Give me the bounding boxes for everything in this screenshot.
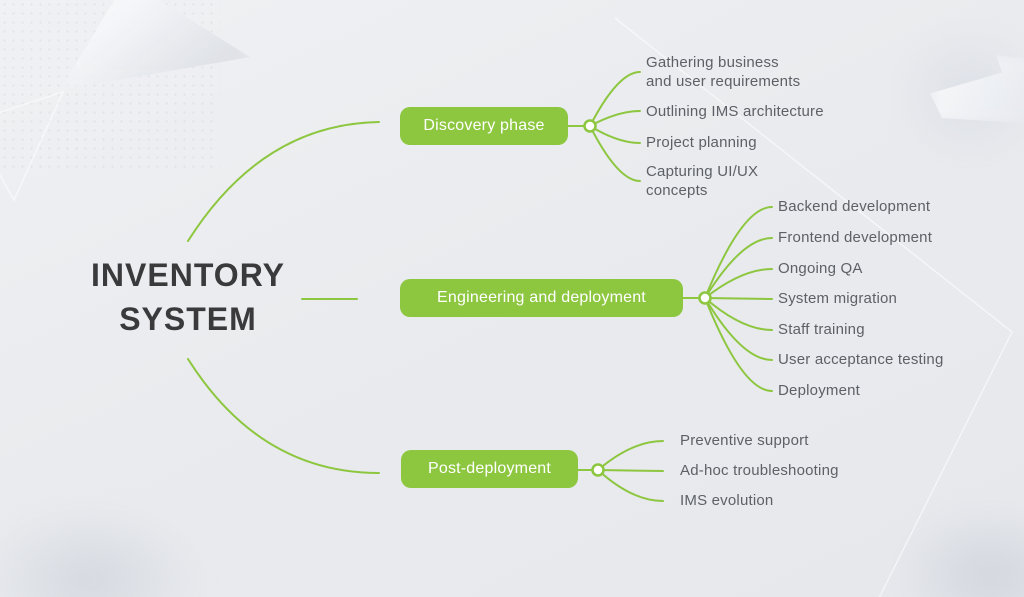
leaf-engineering-frontend: Frontend development: [778, 229, 933, 246]
leaf-discovery-gathering-requirements: Gathering business and user requirements: [646, 54, 801, 90]
link-discovery-item-3: [589, 125, 641, 182]
link-root-discovery: [187, 121, 380, 242]
junction-discovery: [583, 119, 597, 133]
link-engineering-item-0: [704, 206, 773, 299]
leaf-engineering-uat: User acceptance testing: [778, 351, 944, 368]
leaf-engineering-ongoing-qa: Ongoing QA: [778, 260, 863, 277]
leaf-post-preventive-support: Preventive support: [680, 432, 809, 449]
leaf-engineering-system-migration: System migration: [778, 290, 898, 307]
leaf-post-adhoc-troubleshooting: Ad-hoc troubleshooting: [680, 462, 839, 479]
leaf-discovery-project-planning: Project planning: [646, 134, 757, 151]
leaf-post-ims-evolution: IMS evolution: [680, 492, 774, 509]
root-title-line2: SYSTEM: [119, 301, 257, 337]
node-engineering-and-deployment: Engineering and deployment: [400, 279, 683, 317]
link-engineering-item-1: [704, 237, 773, 299]
link-root-post-deployment: [187, 358, 380, 474]
link-discovery-item-0: [589, 71, 641, 127]
root-title-line1: INVENTORY: [91, 257, 285, 293]
link-post-item-0: [597, 440, 664, 471]
link-engineering-item-4: [704, 297, 773, 331]
link-engineering-item-5: [704, 297, 773, 361]
junction-post-deployment: [591, 463, 605, 477]
root-title: INVENTORY SYSTEM: [53, 253, 323, 341]
junction-engineering: [698, 291, 712, 305]
link-engineering-item-6: [704, 297, 773, 392]
node-post-deployment: Post-deployment: [401, 450, 578, 488]
link-engineering-item-3: [704, 297, 773, 300]
leaf-discovery-capturing-uiux: Capturing UI/UX concepts: [646, 163, 759, 199]
link-post-item-1: [597, 469, 664, 472]
link-post-item-2: [597, 469, 664, 502]
leaf-engineering-deployment: Deployment: [778, 382, 861, 399]
background-outline-polygon: [614, 17, 1013, 597]
background-outline-triangle: [0, 90, 65, 202]
node-discovery-phase: Discovery phase: [400, 107, 568, 145]
leaf-discovery-outlining-architecture: Outlining IMS architecture: [646, 103, 824, 120]
link-engineering-item-2: [704, 268, 773, 299]
leaf-engineering-backend: Backend development: [778, 198, 931, 215]
leaf-engineering-staff-training: Staff training: [778, 321, 865, 338]
